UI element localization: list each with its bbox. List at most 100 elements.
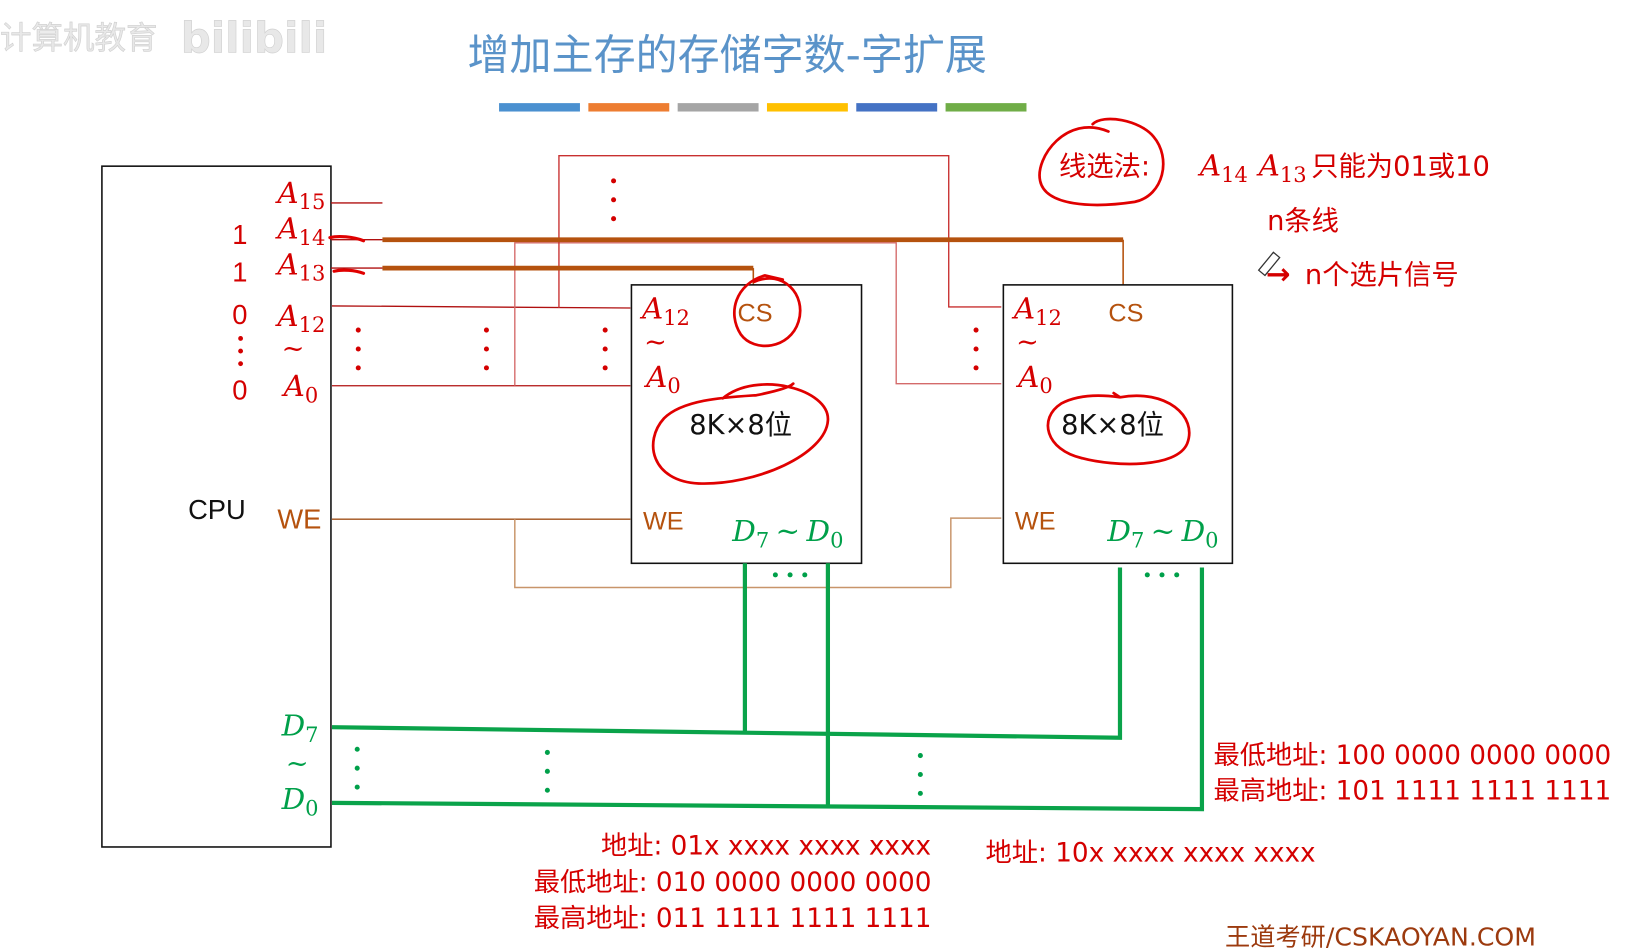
notes: 线选法: A14 A13 只能为01或10 n条线 → n个选片信号 bbox=[1059, 149, 1490, 291]
page-title: 增加主存的存储字数-字扩展 bbox=[468, 31, 987, 80]
ellipsis-dot bbox=[355, 365, 361, 371]
memory-chip-2: A12 ~ A0 CS 8K×8位 WE D7~D0 bbox=[1002, 284, 1234, 565]
watermark-text: 计算机教育 bbox=[0, 20, 158, 56]
wire-d7-bus bbox=[331, 567, 1123, 740]
ellipsis-dot bbox=[973, 346, 979, 352]
chip2-a0: A0 bbox=[1015, 360, 1053, 398]
chip2-tilde: ~ bbox=[1016, 327, 1039, 358]
ellipsis-dot bbox=[611, 178, 617, 184]
cpu-address-pins: A15 A14 A13 A12 ~ A0 bbox=[274, 176, 325, 408]
bit-ellipsis-dot bbox=[238, 336, 244, 341]
wire-a0-chip2 bbox=[514, 242, 1002, 386]
ellipsis-dot bbox=[602, 346, 608, 352]
pin-tilde: ~ bbox=[282, 333, 305, 364]
ellipsis-dot bbox=[917, 753, 923, 759]
ellipsis-dot bbox=[1174, 572, 1180, 578]
chip2-address-pattern: 地址: 10x xxxx xxxx xxxx bbox=[986, 839, 1316, 869]
title-color-bar bbox=[766, 103, 848, 112]
address-bit-values: 1 1 0 0 bbox=[232, 219, 247, 405]
bit-ellipsis-dot bbox=[238, 361, 244, 367]
title-color-bar bbox=[499, 103, 580, 112]
method-label: 线选法: bbox=[1059, 152, 1150, 183]
pin-a12: A12 bbox=[274, 299, 325, 337]
ellipsis-dot bbox=[787, 572, 793, 578]
n-signals-text: n个选片信号 bbox=[1305, 260, 1459, 291]
chip1-tilde: ~ bbox=[644, 327, 667, 358]
chip1-lowest-address: 最低地址: 010 0000 0000 0000 bbox=[534, 868, 932, 898]
ellipsis-dot bbox=[355, 346, 361, 352]
ellipsis-dot bbox=[544, 787, 550, 793]
bit-a12: 0 bbox=[232, 299, 247, 330]
ellipsis-dot bbox=[602, 327, 608, 333]
watermark-brand: bilibili bbox=[181, 14, 328, 63]
cond-a13: A13 bbox=[1256, 149, 1307, 187]
ellipsis-dot bbox=[354, 784, 360, 790]
wire-a12-chip1 bbox=[331, 305, 631, 309]
address-bus-ellipsis bbox=[355, 178, 979, 371]
cond-a14: A14 bbox=[1197, 149, 1248, 187]
ellipsis-dot bbox=[354, 765, 360, 771]
chip2-we: WE bbox=[1015, 508, 1056, 536]
chip1-address-pattern: 地址: 01x xxxx xxxx xxxx bbox=[601, 831, 931, 861]
arrow-icon: → bbox=[1266, 257, 1291, 291]
chip1-we: WE bbox=[643, 508, 684, 536]
bit-a0: 0 bbox=[232, 374, 247, 405]
chip1-box bbox=[630, 284, 863, 565]
ellipsis-dot bbox=[544, 749, 550, 755]
title-color-bar bbox=[945, 103, 1027, 112]
chip1-cs: CS bbox=[738, 300, 773, 328]
address-wires bbox=[330, 154, 1002, 387]
cpu-box bbox=[101, 165, 332, 848]
title-color-bar bbox=[677, 103, 759, 112]
pin-a0: A0 bbox=[281, 369, 319, 407]
chip2-data-label: D7~D0 bbox=[1106, 514, 1218, 552]
address-annotations: 地址: 01x xxxx xxxx xxxx 最低地址: 010 0000 00… bbox=[534, 741, 1612, 934]
ellipsis-dot bbox=[802, 572, 808, 578]
ellipsis-dot bbox=[1159, 572, 1165, 578]
bit-a13: 1 bbox=[232, 257, 247, 288]
pin-a13: A13 bbox=[274, 247, 325, 285]
ellipsis-dot bbox=[354, 746, 360, 752]
footer-brand: 王道考研/CSKAOYAN.COM bbox=[1225, 923, 1536, 948]
title-color-bar bbox=[588, 103, 670, 112]
annotation-circles bbox=[651, 117, 1191, 485]
chip2-lowest-address: 最低地址: 100 0000 0000 0000 bbox=[1213, 741, 1611, 771]
chip2-a12: A12 bbox=[1011, 292, 1062, 330]
data-bus-ellipsis bbox=[354, 572, 1180, 796]
chip-select-wires bbox=[382, 237, 1124, 285]
pin-a15: A15 bbox=[274, 176, 325, 214]
bit-a14: 1 bbox=[232, 219, 247, 250]
pin-data-tilde: ~ bbox=[286, 748, 309, 779]
n-lines-text: n条线 bbox=[1267, 206, 1339, 237]
ellipsis-dot bbox=[1144, 572, 1150, 578]
ellipsis-dot bbox=[483, 327, 489, 333]
handwritten-marks bbox=[328, 234, 366, 275]
chip1-data-label: D7~D0 bbox=[731, 514, 843, 552]
method-circle bbox=[1038, 117, 1165, 207]
wire-we-chip2 bbox=[514, 517, 1002, 589]
pin-d0: D0 bbox=[281, 782, 319, 820]
chip1-a12: A12 bbox=[639, 292, 690, 330]
pencil-icon bbox=[1257, 251, 1281, 277]
title-color-bars bbox=[499, 103, 1027, 112]
mark-a13 bbox=[332, 268, 366, 275]
chip1-highest-address: 最高地址: 011 1111 1111 1111 bbox=[534, 904, 932, 934]
pin-d7: D7 bbox=[281, 709, 319, 747]
cs-circle bbox=[732, 274, 802, 348]
wire-d0-bus bbox=[331, 567, 1205, 812]
ellipsis-dot bbox=[544, 768, 550, 774]
wire-a12-chip2 bbox=[558, 154, 1002, 308]
ellipsis-dot bbox=[611, 216, 617, 222]
chip1-a0: A0 bbox=[643, 360, 681, 398]
watermark: 计算机教育 bilibili bbox=[0, 13, 328, 63]
chip2-box bbox=[1002, 284, 1234, 565]
chip1-capacity-circle bbox=[651, 382, 830, 485]
ellipsis-dot bbox=[602, 365, 608, 371]
mark-a14 bbox=[328, 234, 366, 243]
ellipsis-dot bbox=[355, 327, 361, 333]
ellipsis-dot bbox=[483, 346, 489, 352]
ellipsis-dot bbox=[611, 197, 617, 203]
cond-text: 只能为01或10 bbox=[1311, 152, 1490, 183]
ellipsis-dot bbox=[973, 365, 979, 371]
chip2-cs: CS bbox=[1108, 300, 1143, 328]
